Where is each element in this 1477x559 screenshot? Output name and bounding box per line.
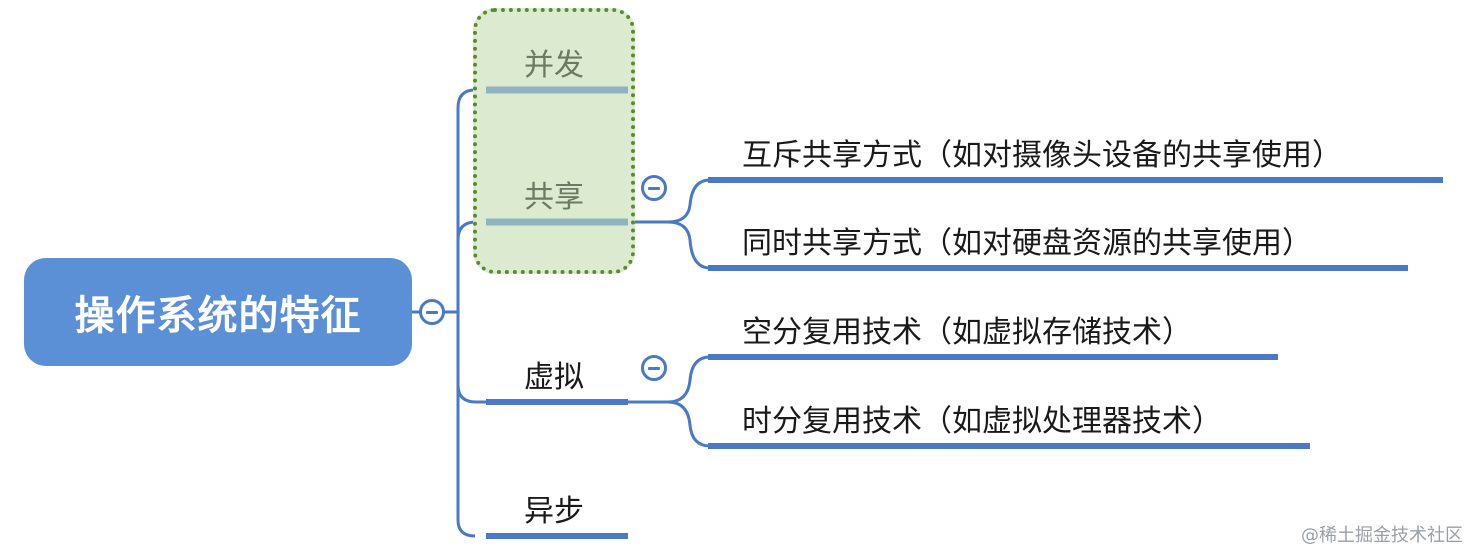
branch-xuni[interactable]: 虚拟 bbox=[524, 360, 584, 395]
highlight-box bbox=[473, 8, 635, 274]
gongxiang-collapse-button[interactable] bbox=[641, 175, 667, 201]
subbranch-huchi-gongxiang[interactable]: 互斥共享方式（如对摄像头设备的共享使用） bbox=[742, 138, 1342, 173]
subbranch-shifen-fuyong[interactable]: 时分复用技术（如虚拟处理器技术） bbox=[742, 404, 1222, 439]
subbranch-kongfen-fuyong[interactable]: 空分复用技术（如虚拟存储技术） bbox=[742, 315, 1192, 350]
xuni-fork bbox=[667, 355, 711, 448]
xuni-collapse-button[interactable] bbox=[641, 355, 667, 381]
branch-gongxiang[interactable]: 共享 bbox=[524, 180, 584, 215]
root-label: 操作系统的特征 bbox=[74, 293, 362, 339]
root-node[interactable]: 操作系统的特征 bbox=[24, 258, 412, 366]
subbranch-tongshi-gongxiang[interactable]: 同时共享方式（如对硬盘资源的共享使用） bbox=[742, 226, 1312, 261]
watermark: @稀土掘金技术社区 bbox=[1301, 525, 1463, 546]
main-spine bbox=[456, 88, 476, 538]
root-collapse-button[interactable] bbox=[419, 299, 445, 325]
branch-bingfa[interactable]: 并发 bbox=[524, 48, 584, 83]
branch-stub-xuni bbox=[456, 384, 486, 404]
gongxiang-fork bbox=[667, 178, 711, 270]
branch-yibu[interactable]: 异步 bbox=[524, 494, 584, 529]
